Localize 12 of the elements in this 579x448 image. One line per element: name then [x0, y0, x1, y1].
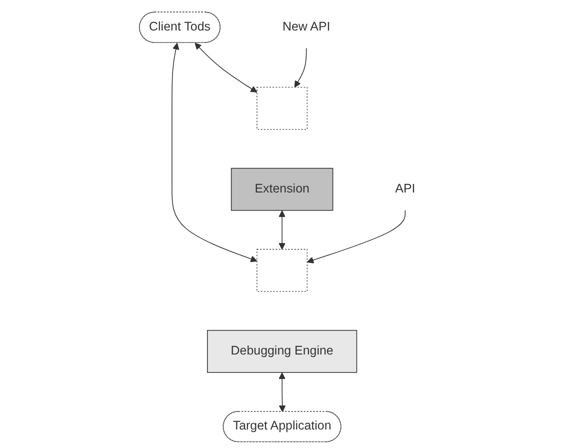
node-box: Extension: [231, 168, 334, 211]
node-text: API: [396, 182, 416, 196]
node-text: New API: [282, 20, 331, 34]
arrow: [294, 48, 308, 88]
arrow: [172, 42, 258, 262]
arrow: [195, 42, 258, 93]
node-box: Debugging Engine: [207, 330, 358, 373]
arrow: [279, 372, 286, 412]
node-bar: [257, 86, 308, 130]
node-bar: [257, 248, 308, 292]
arrow: [307, 210, 406, 264]
arrow: [279, 210, 286, 250]
